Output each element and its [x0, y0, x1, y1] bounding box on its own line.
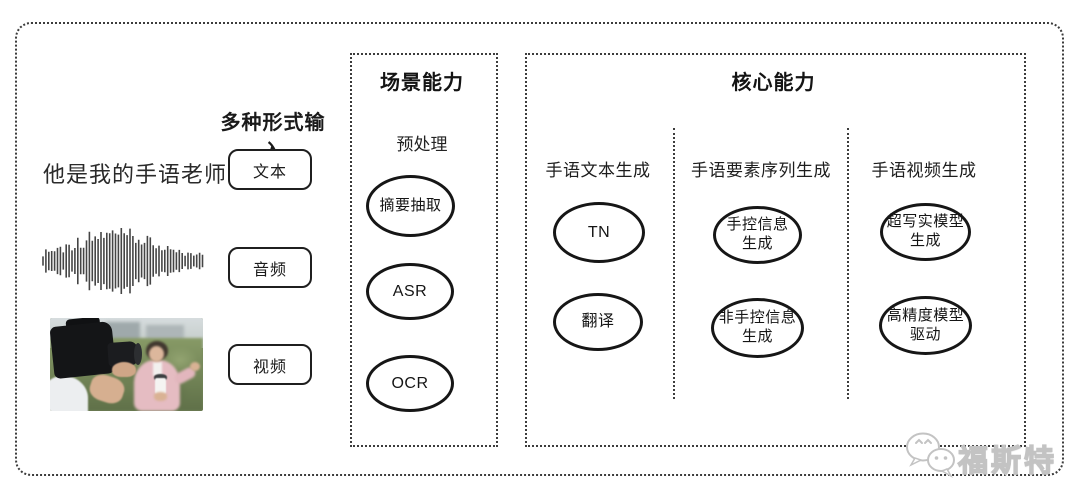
photo-camera-body — [50, 320, 117, 380]
photo-camera-lens-end — [134, 343, 142, 365]
column-header-sign-text-generation: 手语文本生成 — [545, 161, 651, 180]
sample-sentence-text: 他是我的手语老师 — [43, 162, 228, 187]
photo-mic-hand — [154, 392, 167, 401]
column-divider-2 — [847, 128, 849, 399]
photo-reporter-face — [149, 346, 164, 362]
wechat-chat-bubbles-icon — [906, 432, 955, 478]
node-ellipse-translation: 翻译 — [553, 293, 643, 351]
input-type-label-audio: 音频 — [252, 261, 287, 279]
node-label: 翻译 — [581, 313, 615, 330]
reporter-photo — [50, 318, 203, 411]
node-label: 非手控信息 生成 — [718, 309, 797, 345]
input-type-label-text: 文本 — [252, 163, 287, 181]
waveform-path — [42, 228, 204, 294]
node-ellipse-ocr: OCR — [366, 355, 454, 412]
node-ellipse-asr: ASR — [366, 263, 454, 320]
input-type-box-audio: 音频 — [228, 247, 312, 288]
column-divider-1 — [673, 128, 675, 399]
node-label: TN — [587, 223, 611, 241]
node-label: 手控信息 生成 — [726, 216, 789, 252]
input-type-label-video: 视频 — [252, 358, 287, 376]
preprocess-label: 预处理 — [396, 135, 448, 154]
input-type-box-text: 文本 — [228, 149, 312, 190]
node-ellipse-hyperrealistic-model-generation: 超写实模型 生成 — [880, 203, 971, 261]
outer-dotted-frame — [15, 22, 1064, 476]
node-ellipse-manual-info-generation: 手控信息 生成 — [713, 206, 802, 264]
watermark-text: 福斯特 — [957, 444, 1057, 478]
input-type-box-video: 视频 — [228, 344, 312, 385]
node-ellipse-non-manual-info-generation: 非手控信息 生成 — [711, 298, 804, 358]
scene-capability-box — [350, 53, 498, 447]
scene-box-title: 场景能力 — [380, 72, 464, 94]
node-ellipse-high-precision-model-driving: 高精度模型 驱动 — [879, 296, 972, 355]
photo-microphone-top — [154, 374, 167, 381]
node-ellipse-summary-extraction: 摘要抽取 — [366, 175, 455, 237]
photo-microphone — [155, 378, 166, 394]
column-header-sign-element-sequence-generation: 手语要素序列生成 — [691, 161, 831, 180]
photo-camera-hand — [112, 362, 136, 377]
node-label: OCR — [391, 374, 429, 392]
photo-reporter-shirt — [153, 362, 162, 376]
core-box-title: 核心能力 — [731, 72, 816, 94]
audio-waveform-icon — [42, 228, 204, 294]
column-header-sign-video-generation: 手语视频生成 — [871, 161, 977, 180]
core-capability-box — [525, 53, 1026, 447]
node-label: 超写实模型 生成 — [886, 213, 965, 249]
node-label: ASR — [392, 282, 428, 300]
node-ellipse-tn: TN — [553, 202, 645, 263]
watermark: 福斯特 — [903, 428, 1063, 483]
photo-reporter-hand — [190, 362, 200, 371]
node-label: 高精度模型 驱动 — [886, 306, 965, 343]
node-label: 摘要抽取 — [379, 196, 442, 214]
